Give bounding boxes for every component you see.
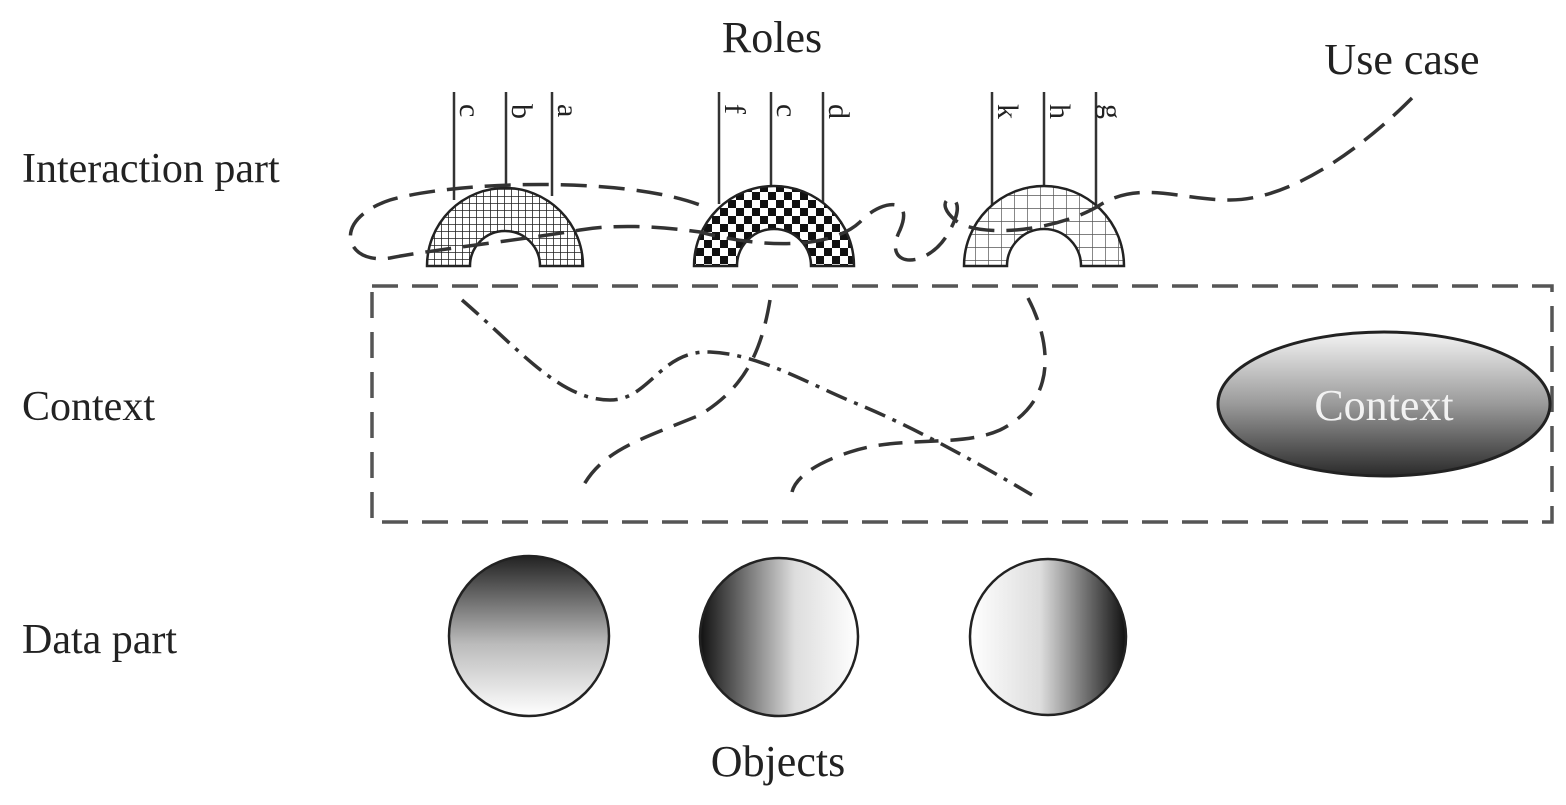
data-part-label: Data part (22, 617, 177, 663)
object-circle-2 (698, 556, 860, 718)
context-dashed-curve-left (578, 299, 772, 493)
role-letter: h (1043, 104, 1076, 119)
role-letter: c (770, 104, 803, 117)
role-letter: f (718, 104, 751, 114)
roles-label: Roles (722, 13, 822, 62)
role-arch (962, 184, 1126, 268)
role-group-3: k h g (962, 92, 1128, 268)
role-letter: c (453, 104, 486, 117)
interaction-part-label: Interaction part (22, 146, 280, 192)
context-dashed-curve-right (790, 297, 1047, 493)
context-box (370, 284, 1554, 524)
role-letter: b (505, 104, 538, 119)
use-case-curve (348, 96, 1414, 262)
role-letter: a (551, 104, 584, 117)
object-circle-3 (968, 557, 1128, 717)
role-group-2: f c d (692, 92, 856, 268)
context-ellipse-label: Context (1314, 381, 1453, 430)
object-circle-1 (447, 554, 611, 718)
role-arch (425, 186, 585, 268)
context-side-label: Context (22, 384, 155, 430)
context-dashdot-curve (460, 298, 1033, 497)
role-arch (692, 184, 856, 268)
role-letter: d (822, 104, 855, 119)
role-letter: g (1095, 104, 1128, 119)
use-case-label: Use case (1324, 35, 1479, 84)
role-letter: k (991, 104, 1024, 119)
objects-label: Objects (711, 737, 845, 786)
context-ellipse (1216, 330, 1552, 478)
